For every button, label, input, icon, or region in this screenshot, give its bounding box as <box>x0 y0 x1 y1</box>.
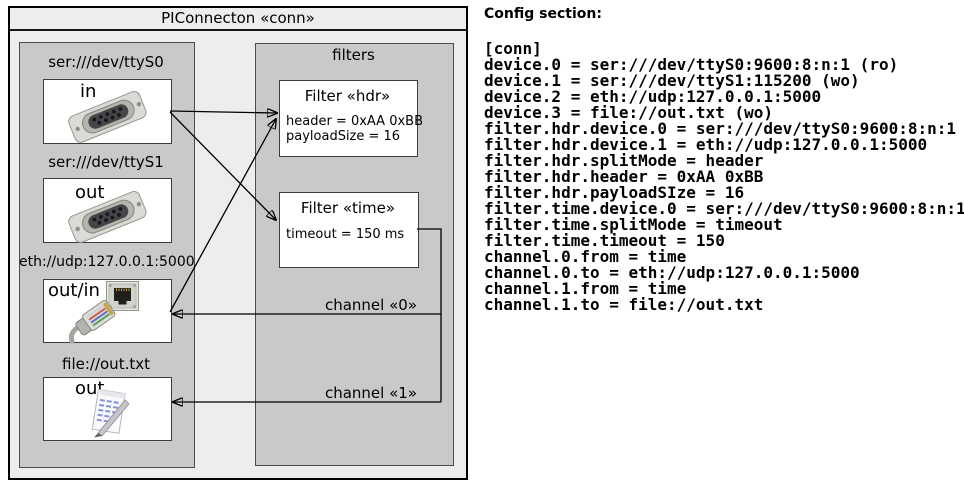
filters-panel-label: filters <box>332 46 375 64</box>
device-port-label: out/in <box>48 280 100 301</box>
channel-0-label: channel «0» <box>324 296 417 314</box>
device-port-label: out <box>75 182 105 203</box>
filter-title: Filter «time» <box>300 199 396 217</box>
serial-connector-icon <box>68 91 147 143</box>
filter-hdr-box <box>279 80 418 157</box>
serial-connector-icon <box>68 191 147 243</box>
device-url-label: file://out.txt <box>62 355 150 373</box>
notepad-icon <box>91 389 130 438</box>
diagram-title: PIConnecton «conn» <box>10 8 466 31</box>
config-section-heading: Config section: <box>484 6 602 22</box>
filter-attribute: header = 0xAA 0xBB <box>286 114 424 129</box>
device-url-label: ser:///dev/ttyS0 <box>48 53 164 71</box>
filter-title: Filter «hdr» <box>304 87 391 105</box>
ethernet-port-icon <box>106 281 139 311</box>
device-port-label: out <box>75 378 105 399</box>
filter-attribute: payloadSize = 16 <box>286 129 401 144</box>
device-url-label: ser:///dev/ttyS1 <box>48 153 164 171</box>
ethernet-connector-icon <box>68 300 116 344</box>
device-url-label: eth://udp:127.0.0.1:5000 <box>19 254 195 270</box>
config-section-body: [conn] device.0 = ser:///dev/ttyS0:9600:… <box>484 39 964 314</box>
channel-1-label: channel «1» <box>324 384 417 402</box>
device-port-label: in <box>80 81 97 102</box>
filter-attribute: timeout = 150 ms <box>286 227 405 242</box>
